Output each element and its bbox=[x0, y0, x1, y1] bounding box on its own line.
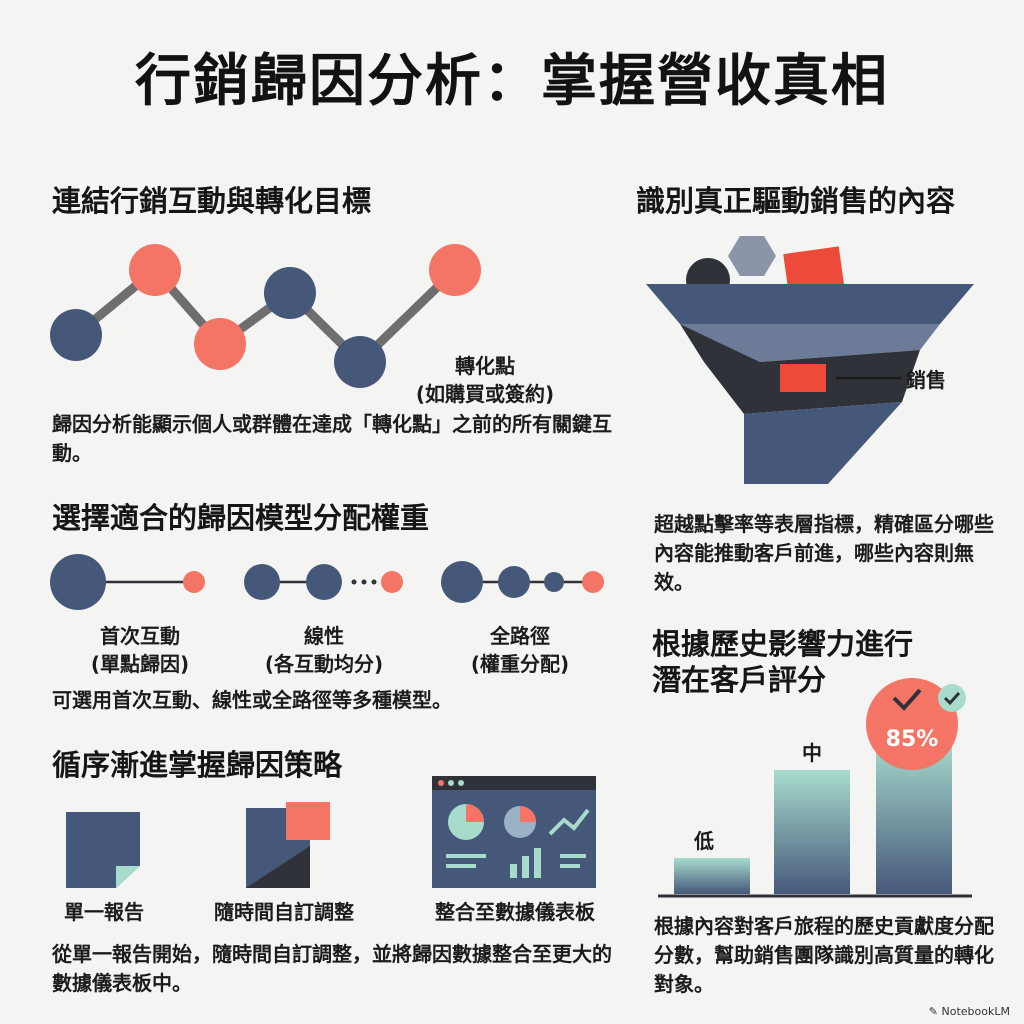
step-custom-adjust-label: 隨時間自訂調整 bbox=[214, 900, 354, 924]
score-badge: 85% bbox=[866, 678, 966, 770]
section2-body: 可選用首次互動、線性或全路徑等多種模型。 bbox=[52, 688, 452, 712]
section1-body: 歸因分析能顯示個人或群體在達成「轉化點」之前的所有關鍵互動。 bbox=[52, 412, 612, 465]
section-heading-scoring-line1: 根據歷史影響力進行 bbox=[652, 627, 914, 661]
dashboard-icon bbox=[432, 776, 596, 888]
section5-body: 根據內容對客戶旅程的歷史貢獻度分配分數，幫助銷售團隊識別高質量的轉化對象。 bbox=[654, 914, 994, 996]
journey-connector-lines bbox=[73, 263, 459, 369]
funnel-sales-label: 銷售 bbox=[906, 368, 946, 392]
brand-name: NotebookLM bbox=[941, 1005, 1010, 1018]
custom-adjust-icon bbox=[246, 802, 330, 888]
section-heading-content: 識別真正驅動銷售的內容 bbox=[636, 184, 956, 218]
single-report-icon bbox=[66, 812, 140, 888]
conversion-label-sub: (如購買或簽約) bbox=[415, 382, 555, 406]
model-first-touch-icon bbox=[50, 554, 205, 610]
score-bar-2 bbox=[774, 770, 850, 894]
model-full-path-icon bbox=[441, 561, 604, 603]
funnel-sales-marker bbox=[780, 364, 826, 392]
touchpoint-1 bbox=[50, 309, 102, 361]
funnel-light-band bbox=[680, 324, 940, 362]
score-bar-label-1: 低 bbox=[693, 829, 714, 853]
sales-funnel-diagram bbox=[646, 236, 974, 484]
touchpoint-4 bbox=[264, 267, 316, 319]
journey-path-diagram bbox=[50, 244, 481, 388]
touchpoint-5 bbox=[334, 336, 386, 388]
model-linear-icon bbox=[244, 564, 403, 600]
score-badge-value: 85% bbox=[886, 727, 939, 752]
attribution-models-diagram bbox=[50, 554, 604, 610]
model-first-touch-sub: (單點歸因) bbox=[90, 652, 190, 676]
score-bar-1 bbox=[674, 858, 750, 894]
section-heading-journey: 連結行銷互動與轉化目標 bbox=[52, 184, 372, 218]
funnel-input-hexagon bbox=[728, 236, 776, 276]
model-full-path-name: 全路徑 bbox=[490, 624, 550, 648]
funnel-top-band bbox=[646, 284, 974, 324]
score-bar-label-2: 中 bbox=[802, 741, 822, 765]
model-linear-sub: (各互動均分) bbox=[264, 652, 384, 676]
conversion-label-title: 轉化點 bbox=[455, 354, 515, 378]
step-single-report-label: 單一報告 bbox=[64, 900, 144, 924]
lead-score-chart: 低 中 85% bbox=[658, 678, 972, 898]
model-linear-label: 線性 (各互動均分) bbox=[234, 622, 414, 678]
brand-watermark: ✎ NotebookLM bbox=[929, 1005, 1010, 1018]
section-heading-scoring-line2: 潛在客戶評分 bbox=[652, 663, 827, 698]
section4-body: 超越點擊率等表層指標，精確區分哪些內容能推動客戶前進，哪些內容則無效。 bbox=[654, 512, 994, 594]
model-full-path-label: 全路徑 (權重分配) bbox=[430, 622, 610, 678]
page-title: 行銷歸因分析：掌握營收真相 bbox=[135, 49, 889, 114]
model-first-touch-name: 首次互動 bbox=[100, 624, 180, 648]
notebook-icon: ✎ bbox=[928, 1005, 942, 1018]
section-heading-strategy: 循序漸進掌握歸因策略 bbox=[52, 748, 343, 782]
check-icon bbox=[943, 691, 961, 706]
touchpoint-2 bbox=[129, 244, 181, 296]
model-first-touch-label: 首次互動 (單點歸因) bbox=[50, 622, 230, 678]
section-heading-models: 選擇適合的歸因模型分配權重 bbox=[52, 501, 430, 535]
step-dashboard-label: 整合至數據儀表板 bbox=[435, 900, 595, 924]
section3-body: 從單一報告開始，隨時間自訂調整，並將歸因數據整合至更大的數據儀表板中。 bbox=[52, 942, 612, 995]
funnel-stem bbox=[744, 402, 902, 484]
model-linear-name: 線性 bbox=[304, 624, 344, 648]
section-heading-scoring: 根據歷史影響力進行 潛在客戶評分 bbox=[652, 626, 913, 699]
touchpoint-3 bbox=[194, 318, 246, 370]
model-full-path-sub: (權重分配) bbox=[470, 652, 570, 676]
conversion-label: 轉化點 (如購買或簽約) bbox=[400, 352, 570, 408]
conversion-point bbox=[429, 244, 481, 296]
